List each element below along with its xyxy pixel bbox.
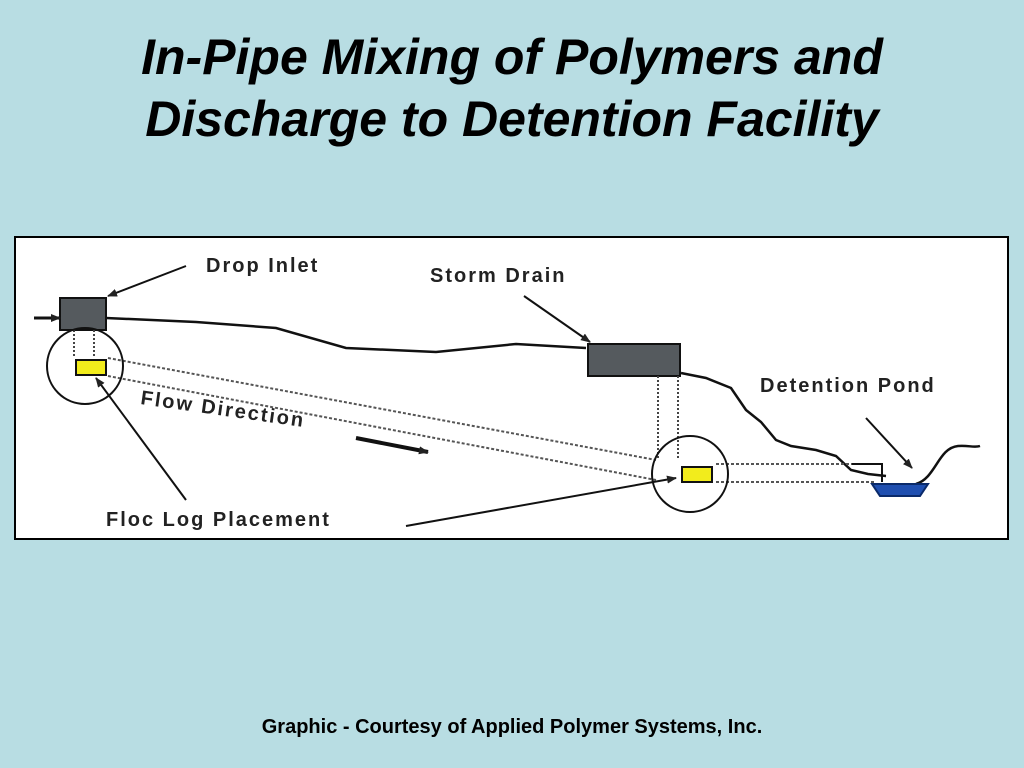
- pond-water: [870, 483, 930, 497]
- main-pipe-top: [107, 357, 657, 461]
- floc-log-placement-label: Floc Log Placement: [106, 509, 331, 531]
- ground-surface-line: [105, 316, 887, 478]
- diagram-panel: Drop Inlet Storm Drain Detention Pond Fl…: [14, 236, 1009, 540]
- drop-inlet-leader: [107, 265, 187, 297]
- floc-log-leader-right: [405, 475, 677, 527]
- outlet-magnifier-circle: [651, 435, 729, 513]
- floc-log-leader-left: [95, 377, 187, 501]
- outlet-headwall: [852, 463, 883, 482]
- floc-log-inlet: [75, 359, 107, 376]
- drop-inlet-label: Drop Inlet: [206, 255, 319, 277]
- flow-direction-label: Flow Direction: [139, 387, 306, 432]
- title-line-2: Discharge to Detention Facility: [145, 91, 879, 147]
- image-credit: Graphic - Courtesy of Applied Polymer Sy…: [261, 716, 763, 738]
- storm-drain-leader: [523, 295, 591, 343]
- detention-pond-leader: [865, 417, 913, 469]
- inlet-magnifier-circle: [46, 327, 124, 405]
- storm-drain-label: Storm Drain: [430, 265, 566, 287]
- storm-drain-structure: [587, 343, 681, 377]
- detention-pond-label: Detention Pond: [760, 375, 936, 397]
- title-line-1: In-Pipe Mixing of Polymers and: [141, 29, 883, 85]
- main-pipe-bottom: [107, 375, 657, 481]
- flow-direction-arrow: [355, 436, 429, 455]
- floc-log-outlet: [681, 466, 713, 483]
- drop-inlet-structure: [59, 297, 107, 331]
- pipe-diagram: Drop Inlet Storm Drain Detention Pond Fl…: [34, 255, 981, 531]
- slide-title: In-Pipe Mixing of Polymers and Discharge…: [0, 26, 1024, 150]
- pond-bank: [915, 444, 981, 486]
